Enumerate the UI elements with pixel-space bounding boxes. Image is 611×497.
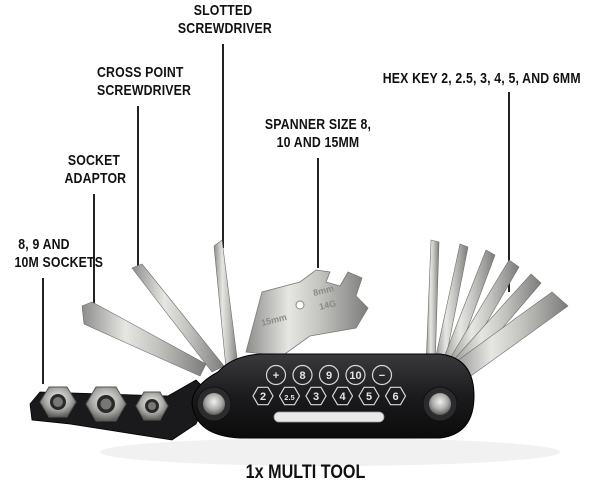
- spanner: [245, 269, 369, 357]
- handle-slot: [273, 411, 385, 423]
- size-mark: 4: [331, 386, 354, 406]
- handle-bolt-left: [196, 386, 232, 422]
- svg-text:4: 4: [339, 391, 346, 403]
- engraving-text: 8mm: [312, 283, 335, 298]
- size-mark: 3: [305, 386, 327, 406]
- handle-size-marks-bottom: 2 2.5 3 4 5 6: [252, 386, 407, 406]
- hex-keys: [425, 239, 569, 379]
- size-mark: 2: [252, 386, 274, 406]
- size-mark: 6: [384, 386, 407, 406]
- sockets: [39, 386, 169, 422]
- svg-text:+: +: [273, 370, 279, 382]
- svg-text:−: −: [379, 370, 385, 382]
- size-mark: 5: [358, 386, 380, 406]
- svg-text:3: 3: [313, 391, 319, 403]
- size-mark: 10: [345, 364, 366, 386]
- size-mark: +: [265, 364, 287, 386]
- svg-text:10: 10: [349, 370, 361, 382]
- handle-bolt-right: [422, 386, 458, 422]
- handle-size-marks-top: +8 9 10 −: [265, 364, 393, 386]
- caption: 1x MULTI TOOL: [245, 462, 366, 483]
- svg-text:2.5: 2.5: [284, 393, 294, 402]
- svg-text:6: 6: [392, 391, 398, 403]
- socket-adaptor: [81, 301, 207, 377]
- svg-text:5: 5: [366, 391, 372, 403]
- engraving-text: 14G: [318, 298, 337, 312]
- hex-key-label: HEX KEY 2, 2.5, 3, 4, 5, AND 6MM: [382, 70, 581, 87]
- size-mark: 2.5: [278, 386, 301, 406]
- spanner-label: SPANNER SIZE 8,10 AND 15MM: [264, 116, 372, 151]
- size-mark: 9: [318, 364, 340, 386]
- slotted-screwdriver: [213, 239, 239, 369]
- size-mark: −: [371, 364, 393, 386]
- shadow: [100, 438, 560, 466]
- svg-text:8: 8: [299, 370, 305, 382]
- svg-text:9: 9: [326, 370, 332, 382]
- leader-lines: [42, 44, 510, 384]
- size-mark: 8: [292, 364, 313, 386]
- svg-text:2: 2: [260, 391, 266, 403]
